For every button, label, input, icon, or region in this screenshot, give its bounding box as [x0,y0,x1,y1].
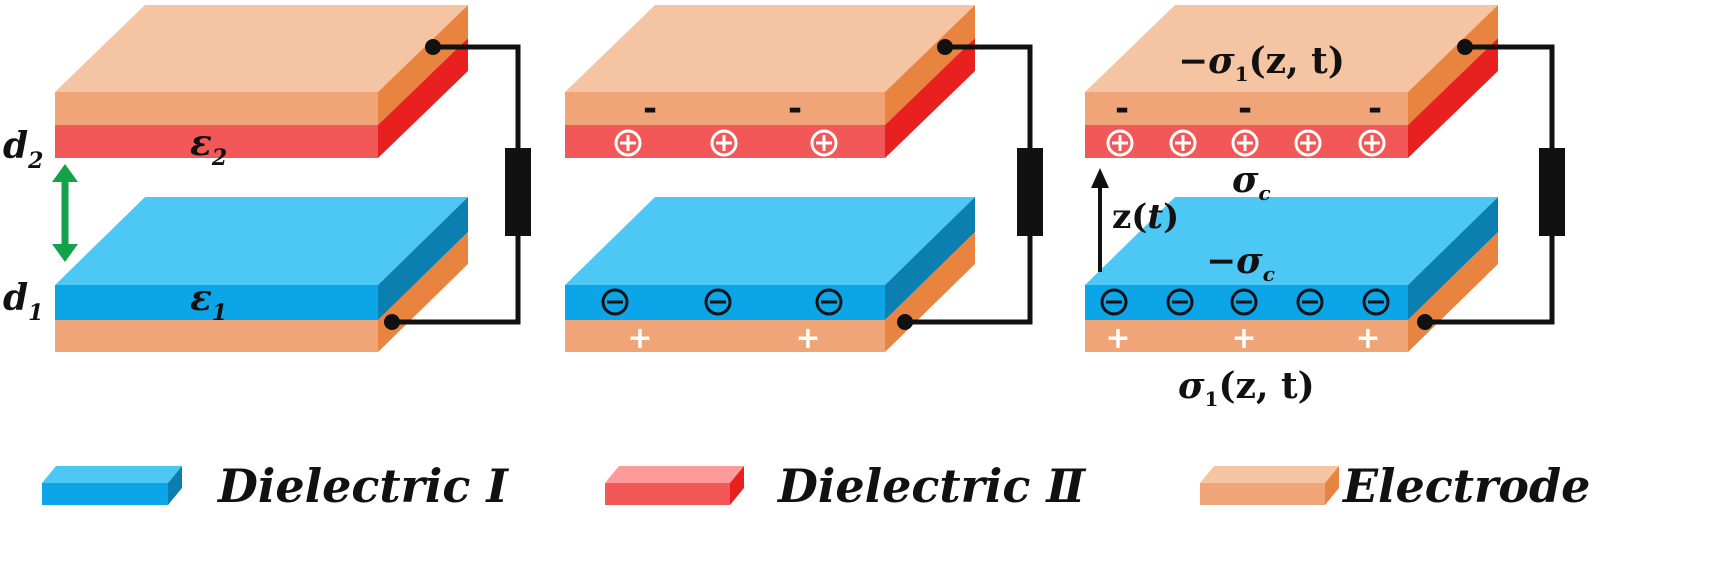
resistor [1017,148,1043,236]
z-arrow [1091,168,1109,272]
resistor [1539,148,1565,236]
negative-charge-circled [1230,288,1258,316]
negative-charge-circled [1362,288,1390,316]
svg-text:ε2: ε2 [190,122,227,171]
negative-charge: - [1115,89,1129,129]
positive-charge-circled [710,129,738,157]
bottom-charge-label: σ1(z, t) [1178,365,1315,411]
panel-1: d2 ε2 d1 ε1 [3,5,531,352]
positive-charge-circled [1231,129,1259,157]
negative-charge: - [643,89,657,129]
d2-label: d [3,125,28,167]
panel-3: - - - [1085,5,1565,411]
positive-charge: + [1231,321,1256,356]
positive-charge-circled [1169,129,1197,157]
negative-charge-circled [1166,288,1194,316]
terminal-dot [937,39,953,55]
negative-charge-circled [1296,288,1324,316]
dielectric-2-layer [55,38,468,158]
negative-charge-circled [601,288,629,316]
z-t-label: z(t) [1112,197,1179,237]
panel-2: - - + + [565,5,1043,356]
negative-charge: - [1238,89,1252,129]
top-electrode [1085,5,1498,125]
legend: Dielectric Ⅰ Dielectric Ⅱ Electrode [42,459,1590,513]
terminal-dot [1457,39,1473,55]
legend-swatch-dielectric-2 [605,466,744,505]
terminal-dot [1417,314,1433,330]
terminal-dot [425,39,441,55]
negative-charge-circled [1100,288,1128,316]
positive-charge: + [1105,321,1130,356]
legend-swatch-dielectric-1 [42,466,182,505]
positive-charge: + [795,321,820,356]
positive-charge-circled [614,129,642,157]
sigma-c-label: σc [1232,159,1271,205]
positive-charge: + [1355,321,1380,356]
svg-text:ε1: ε1 [190,277,227,326]
epsilon-1-label: ε [190,277,212,319]
circuit-wire [384,39,531,330]
positive-charge-circled [1358,129,1386,157]
svg-text:d1: d1 [3,277,43,326]
positive-charge: + [627,321,652,356]
negative-charge: - [788,89,802,129]
epsilon-2-label: ε [190,122,212,164]
svg-text:d2: d2 [3,125,43,174]
top-charge-label: −σ1(z, t) [1178,40,1345,86]
legend-label-dielectric-1: Dielectric Ⅰ [216,459,509,513]
gap-double-arrow [52,164,78,262]
legend-label-electrode: Electrode [1341,459,1590,513]
negative-charge-circled [815,288,843,316]
legend-swatch-electrode [1200,466,1339,505]
d1-label: d [3,277,28,319]
negative-charge-circled [704,288,732,316]
negative-charge: - [1368,89,1382,129]
top-electrode [565,5,975,125]
dielectric-1-layer [55,197,468,320]
positive-charge-circled [810,129,838,157]
legend-label-dielectric-2: Dielectric Ⅱ [776,459,1086,513]
positive-charge-circled [1106,129,1134,157]
top-electrode [55,5,468,125]
neg-sigma-c-label: −σc [1206,240,1275,286]
circuit-wire [1417,39,1565,330]
terminal-dot [897,314,913,330]
circuit-wire [897,39,1043,330]
resistor [505,148,531,236]
terminal-dot [384,314,400,330]
positive-charge-circled [1294,129,1322,157]
